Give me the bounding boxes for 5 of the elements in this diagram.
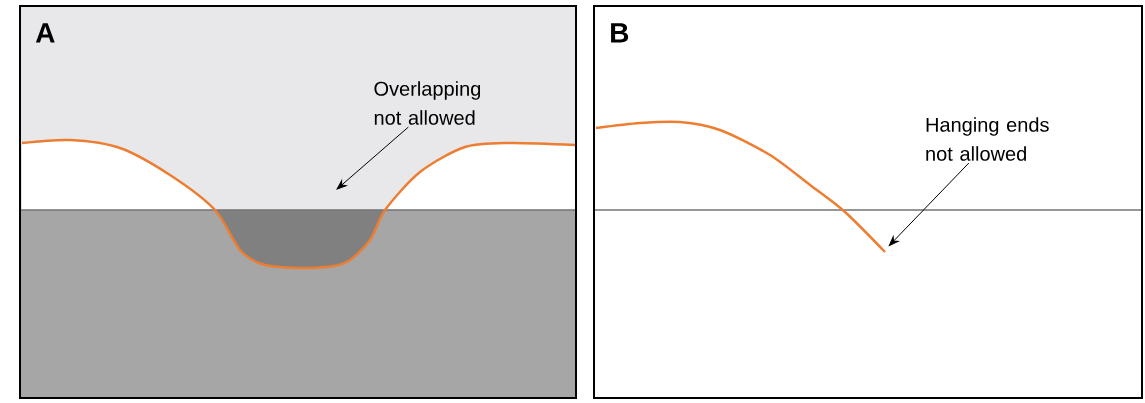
note-text: Overlapping not allowed	[374, 81, 481, 125]
leader-arrow	[888, 162, 970, 246]
note-text: Hanging ends not allowed	[926, 117, 1049, 161]
leader-arrow	[336, 126, 409, 190]
curve	[595, 120, 886, 253]
